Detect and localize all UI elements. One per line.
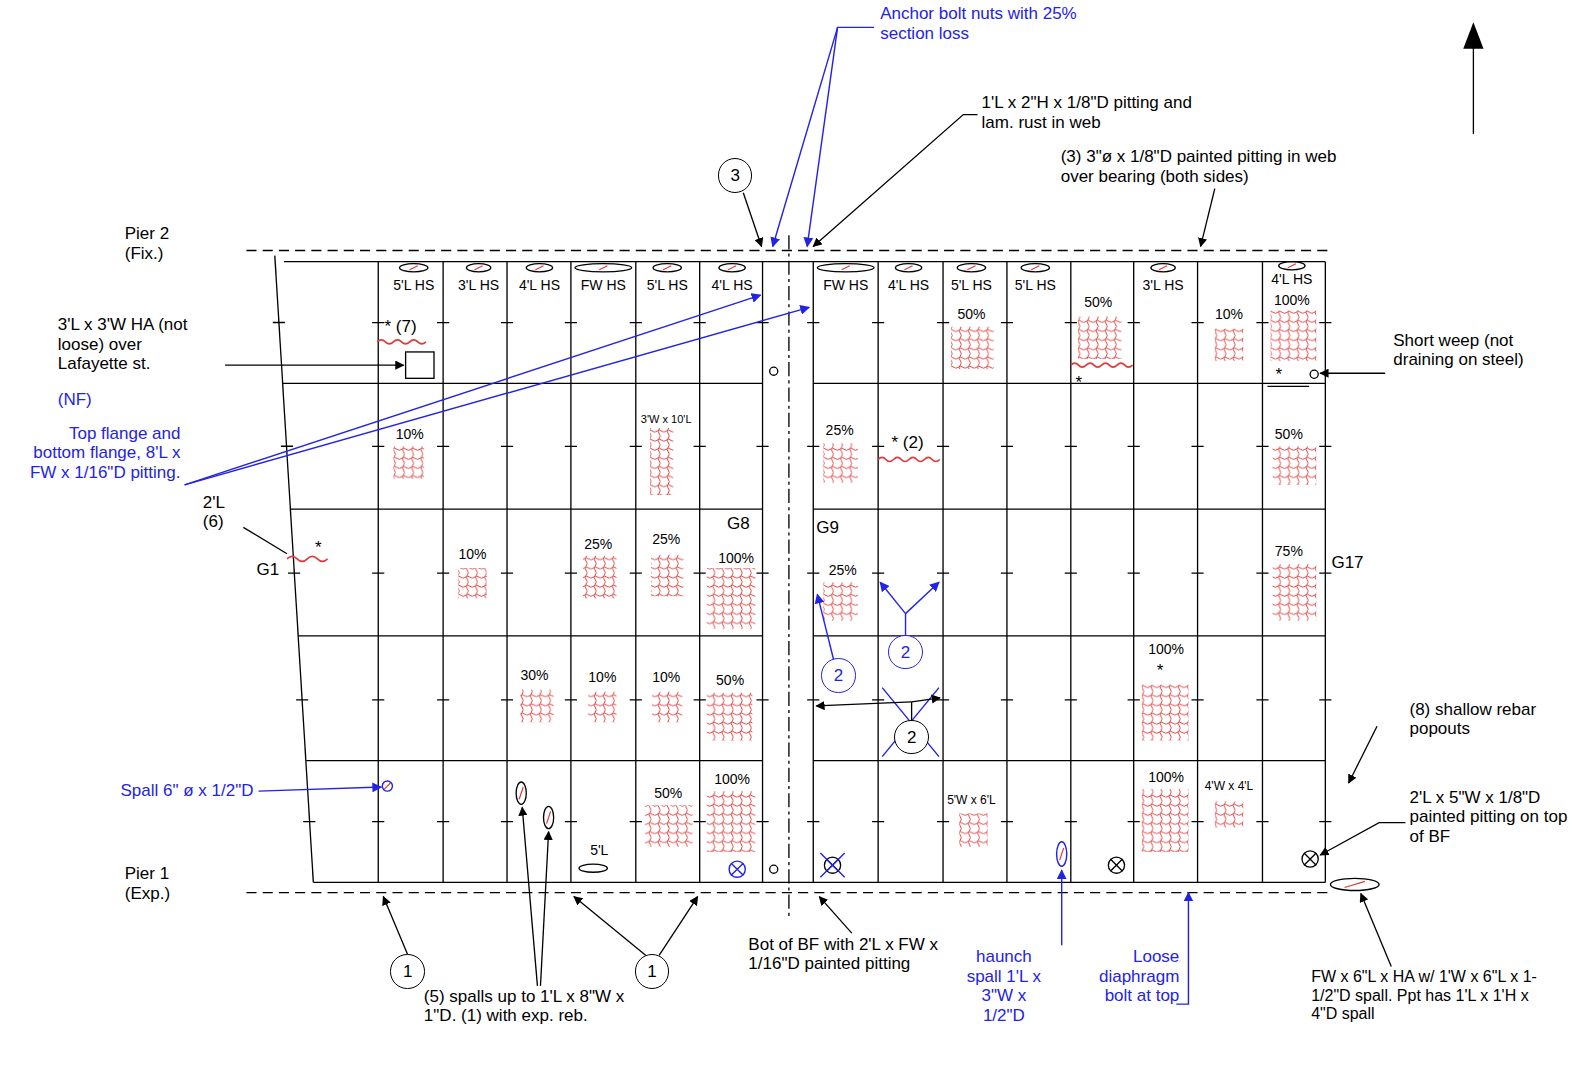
note-label: G8 xyxy=(727,514,750,534)
defect-label: 50% xyxy=(1275,426,1303,442)
callout-circle: 3 xyxy=(718,158,752,192)
defect-label: 10% xyxy=(588,669,616,685)
callout-number: 1 xyxy=(403,963,412,980)
defect-label: 50% xyxy=(654,785,682,801)
note-label: Anchor bolt nuts with 25% section loss xyxy=(880,4,1078,43)
note-label: * xyxy=(315,538,322,558)
defect-label: 30% xyxy=(520,667,548,683)
note-label: Short weep (not draining on steel) xyxy=(1393,331,1545,370)
callout-circle: 2 xyxy=(821,658,855,692)
callout-circle: 2 xyxy=(888,635,922,669)
note-label: * (7) xyxy=(384,317,416,337)
defect-label: FW HS xyxy=(823,277,868,293)
note-label: 2'L (6) xyxy=(203,493,244,532)
defect-label: 75% xyxy=(1275,543,1303,559)
note-label: * (2) xyxy=(891,433,923,453)
defect-label: 4'L HS xyxy=(712,277,753,293)
note-label: G9 xyxy=(816,518,839,538)
defect-label: 4'W x 4'L xyxy=(1205,780,1254,794)
note-label: Spall 6" ø x 1/2"D xyxy=(120,781,253,801)
note-label: (8) shallow rebar popouts xyxy=(1410,700,1562,739)
note-label: * xyxy=(1275,365,1282,385)
defect-label: 3'L HS xyxy=(1143,277,1184,293)
defect-label: 5'L HS xyxy=(1015,277,1056,293)
defect-label: 5'L xyxy=(590,842,608,858)
defect-label: 5'L HS xyxy=(393,277,434,293)
defect-label: 10% xyxy=(1215,306,1243,322)
defect-label: 4'L HS xyxy=(1271,271,1312,287)
callout-circle: 1 xyxy=(390,954,424,988)
defect-label: 5'L HS xyxy=(647,277,688,293)
note-label: 3'L x 3'W HA (not loose) over Lafayette … xyxy=(58,315,195,374)
defect-label: 100% xyxy=(1274,292,1310,308)
defect-label: 100% xyxy=(718,550,754,566)
defect-label: 10% xyxy=(396,426,424,442)
defect-label: 4'L HS xyxy=(519,277,560,293)
note-label: Bot of BF with 2'L x FW x 1/16"D painted… xyxy=(748,935,961,974)
defect-label: 25% xyxy=(829,562,857,578)
callout-number: 2 xyxy=(901,644,910,661)
note-label: G17 xyxy=(1331,553,1363,573)
defect-label: 3'W x 10'L xyxy=(641,412,692,425)
defect-label: FW HS xyxy=(581,277,626,293)
note-label: 1'L x 2"H x 1/8"D pitting and lam. rust … xyxy=(982,93,1210,132)
defect-label: 3'L HS xyxy=(458,277,499,293)
defect-label: 100% xyxy=(1148,769,1184,785)
note-label: Pier 2 (Fix.) xyxy=(125,224,186,263)
note-label: G1 xyxy=(257,560,280,580)
note-label: (NF) xyxy=(58,390,92,410)
note-label: * xyxy=(1157,662,1164,682)
callout-circle: 2 xyxy=(894,720,928,754)
note-label: (3) 3"ø x 1/8"D painted pitting in web o… xyxy=(1061,147,1365,186)
defect-label: 5'L HS xyxy=(951,277,992,293)
note-label: haunch spall 1'L x 3"W x 1/2"D xyxy=(958,947,1049,1025)
note-label: FW x 6"L x HA w/ 1'W x 6"L x 1-1/2"D spa… xyxy=(1311,968,1539,1023)
callout-number: 3 xyxy=(730,167,739,184)
note-label: (5) spalls up to 1'L x 8"W x 1"D. (1) wi… xyxy=(424,987,657,1026)
defect-label: 50% xyxy=(1084,294,1112,310)
note-label: Pier 1 (Exp.) xyxy=(125,864,186,903)
defect-label: 50% xyxy=(716,672,744,688)
defect-label: 5'W x 6'L xyxy=(947,794,996,808)
defect-label: 25% xyxy=(652,531,680,547)
defect-label: 10% xyxy=(459,546,487,562)
note-label: 2'L x 5"W x 1/8"D painted pitting on top… xyxy=(1410,788,1572,847)
defect-label: 50% xyxy=(957,306,985,322)
callout-number: 2 xyxy=(834,667,843,684)
defect-label: 4'L HS xyxy=(888,277,929,293)
note-label: * xyxy=(1076,374,1083,394)
defect-label: 25% xyxy=(826,422,854,438)
defect-label: 25% xyxy=(584,535,612,551)
callout-circle: 1 xyxy=(635,954,669,988)
defect-label: 100% xyxy=(1148,641,1184,657)
callout-number: 1 xyxy=(647,963,656,980)
note-label: Loose diaphragm bolt at top xyxy=(1078,947,1179,1006)
note-label: Top flange and bottom flange, 8'L x FW x… xyxy=(28,424,180,483)
defect-label: 10% xyxy=(652,669,680,685)
defect-label: 100% xyxy=(714,771,750,787)
callout-number: 2 xyxy=(907,729,916,746)
